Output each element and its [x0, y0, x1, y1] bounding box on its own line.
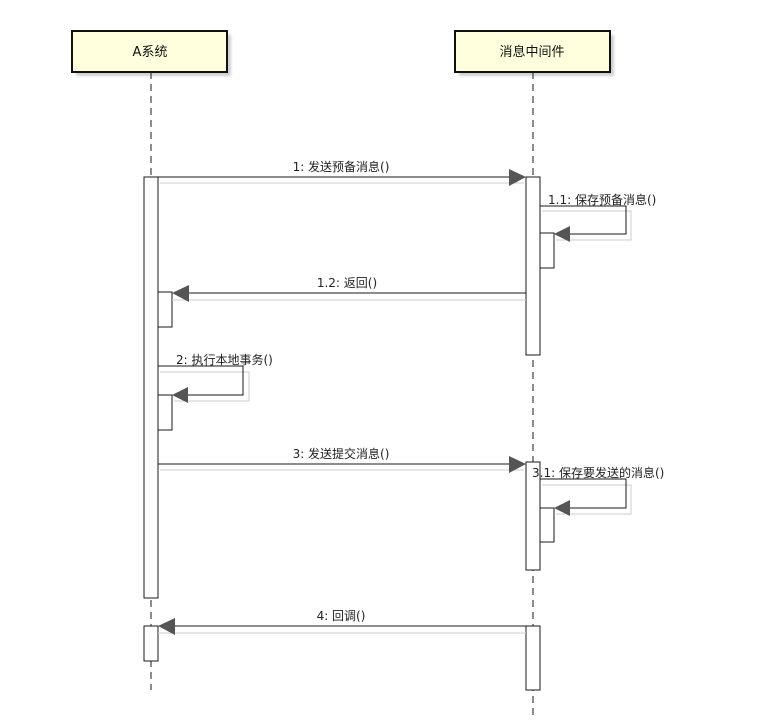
message-2-guide — [160, 371, 250, 402]
message-1-label: 1: 发送预备消息() — [293, 159, 390, 174]
activation-a-callback — [143, 625, 159, 662]
message-1-1-label: 1.1: 保存预备消息() — [548, 192, 656, 207]
activation-mw-save-send — [539, 507, 555, 543]
message-1-1: 1.1: 保存预备消息() — [540, 192, 656, 242]
message-1-2-arrowhead — [172, 285, 189, 302]
message-3-1: 3.1: 保存要发送的消息() — [532, 465, 664, 516]
participant-a-box — [71, 30, 228, 73]
activation-mw-callback — [525, 625, 541, 691]
message-2-line — [158, 365, 244, 396]
activation-mw-main — [525, 176, 541, 356]
activation-a-return — [157, 291, 173, 328]
activation-a-local-tx — [157, 394, 173, 431]
message-1-arrowhead — [509, 169, 526, 186]
message-3-1-arrowhead — [554, 500, 570, 516]
message-3-1-guide — [542, 484, 632, 515]
message-2-label: 2: 执行本地事务() — [176, 352, 273, 367]
message-3-1-label: 3.1: 保存要发送的消息() — [532, 465, 664, 480]
activation-a-main — [143, 176, 159, 599]
message-3-label: 3: 发送提交消息() — [293, 446, 390, 461]
message-3: 3: 发送提交消息() — [158, 446, 526, 473]
participant-middleware-box — [454, 30, 611, 73]
message-1-2: 1.2: 返回() — [172, 276, 526, 302]
message-1-1-arrowhead — [554, 226, 570, 242]
participant-middleware: 消息中间件 — [454, 30, 614, 76]
message-1-1-guide — [542, 210, 632, 241]
activation-mw-save-prep — [539, 232, 555, 269]
message-4-arrowhead — [158, 618, 175, 635]
participant-middleware-label: 消息中间件 — [499, 44, 564, 60]
participant-a-label: A系统 — [133, 45, 168, 60]
participant-a-system: A系统 — [71, 30, 231, 76]
message-4-label: 4: 回调() — [317, 609, 366, 623]
message-3-arrowhead — [509, 456, 526, 473]
message-2-arrowhead — [172, 387, 188, 403]
message-1: 1: 发送预备消息() — [158, 159, 526, 186]
message-1-1-line — [540, 205, 627, 235]
message-4: 4: 回调() — [158, 609, 526, 635]
message-1-2-label: 1.2: 返回() — [317, 276, 377, 290]
message-3-1-line — [540, 478, 627, 509]
message-2: 2: 执行本地事务() — [158, 352, 273, 403]
